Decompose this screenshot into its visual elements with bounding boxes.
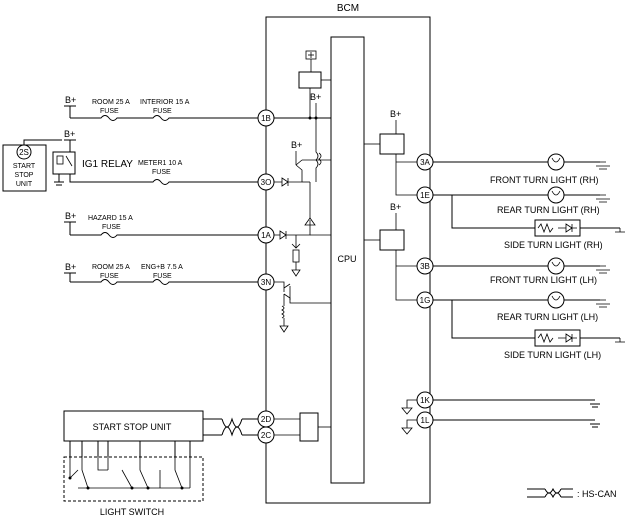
connector-3n-label: 3N [261, 278, 271, 287]
light-side-lh: SIDE TURN LIGHT (LH) [504, 350, 601, 360]
light-switch-contacts [68, 457, 191, 490]
bplus-1b: B+ [65, 95, 76, 105]
connector-1k-label: 1K [420, 396, 430, 405]
fuse-meter1-label: METER1 10 A [138, 160, 183, 167]
connector-3a-label: 3A [420, 158, 430, 167]
bplus-internal-2: B+ [291, 140, 302, 150]
fuse-hazard15-word: FUSE [102, 224, 121, 231]
hs-can-twisted-pair [221, 417, 243, 437]
fuse-room25-b-label: ROOM 25 A [92, 264, 130, 271]
internal-regulator-box [298, 71, 322, 89]
can-transceiver [299, 412, 319, 442]
connector-3o-label: 3O [261, 178, 272, 187]
bcm-title: BCM [337, 3, 359, 14]
fuse-hazard15-label: HAZARD 15 A [88, 215, 133, 222]
bplus-right-1: B+ [390, 109, 401, 119]
right-relay-1 [379, 133, 405, 155]
ssu-line2: STOP [15, 172, 34, 179]
right-relay-2 [379, 229, 405, 251]
connector-1l-label: 1L [421, 416, 430, 425]
ig1-relay-label: IG1 RELAY [82, 159, 133, 170]
bplus-right-2: B+ [390, 202, 401, 212]
ig1-relay-box [52, 151, 76, 175]
ssu-line3: UNIT [16, 181, 33, 188]
fuse-engb75-word: FUSE [153, 273, 172, 280]
fuse-interior15-word: FUSE [153, 108, 172, 115]
legend-hs-can-symbol [527, 487, 573, 499]
fuse-engb75-label: ENG+B 7.5 A [141, 264, 183, 271]
ssu-line1: START [13, 163, 36, 170]
bplus-internal-1: B+ [310, 92, 321, 102]
bplus-1a: B+ [65, 211, 76, 221]
connector-2s-label: 2S [19, 148, 29, 157]
light-switch-box [63, 456, 204, 502]
light-side-rh: SIDE TURN LIGHT (RH) [504, 240, 603, 250]
cpu-box [330, 36, 365, 484]
fuse-room25-a-label: ROOM 25 A [92, 99, 130, 106]
bplus-3n: B+ [65, 262, 76, 272]
connector-1a-label: 1A [261, 231, 271, 240]
fuse-meter1-word: FUSE [152, 169, 171, 176]
light-front-rh: FRONT TURN LIGHT (RH) [490, 175, 599, 185]
fuse-room25-a-word: FUSE [100, 108, 119, 115]
connector-2d-label: 2D [261, 415, 271, 424]
bplus-relay: B+ [64, 129, 75, 139]
connector-2c-label: 2C [261, 431, 271, 440]
fuse-interior15-label: INTERIOR 15 A [140, 99, 190, 106]
legend-hs-can-label: : HS-CAN [577, 489, 617, 499]
cpu-label: CPU [337, 254, 356, 264]
light-front-lh: FRONT TURN LIGHT (LH) [490, 275, 597, 285]
connector-1b-label: 1B [261, 114, 271, 123]
connector-1g-label: 1G [420, 296, 431, 305]
fuse-room25-b-word: FUSE [100, 273, 119, 280]
start-stop-unit-box [63, 410, 204, 442]
light-rear-rh: REAR TURN LIGHT (RH) [497, 205, 600, 215]
connector-1e-label: 1E [420, 191, 430, 200]
internal-ground-symbol [305, 50, 317, 72]
connector-3b-label: 3B [420, 262, 430, 271]
start-stop-unit-label: START STOP UNIT [93, 422, 172, 432]
light-rear-lh: REAR TURN LIGHT (LH) [497, 312, 598, 322]
diode-3o [274, 177, 302, 187]
light-switch-label: LIGHT SWITCH [100, 507, 164, 517]
